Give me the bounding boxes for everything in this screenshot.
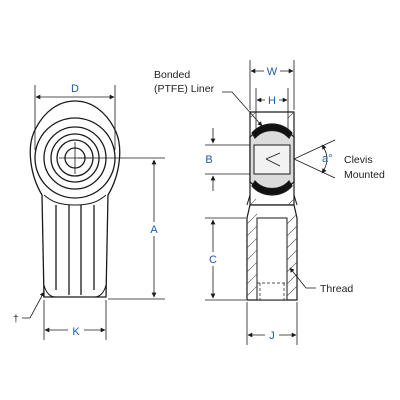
angle-arc — [321, 144, 328, 174]
ptfe-liner-bottom — [251, 179, 293, 196]
liner-leader — [222, 91, 263, 127]
section-hatching — [246, 111, 298, 297]
thread-bore — [256, 217, 288, 301]
liner-note-line1: Bonded — [154, 69, 190, 81]
clevis-note-line2: Mounted — [344, 169, 385, 181]
ptfe-liner-top — [251, 123, 293, 140]
liner-note-line2: (PTFE) Liner — [154, 83, 215, 95]
dagger-label: † — [13, 313, 19, 325]
rod-end-body-outline — [29, 100, 121, 298]
dimension-d-label: D — [71, 83, 79, 95]
dimension-c-label: C — [209, 254, 217, 266]
angle-label: a° — [322, 153, 333, 165]
dimension-h-label: H — [268, 95, 276, 107]
dagger-leader — [22, 291, 45, 319]
dimension-j-label: J — [269, 330, 275, 342]
shank-end — [43, 284, 107, 298]
thread-leader — [289, 267, 316, 289]
thread-lines — [257, 282, 287, 300]
dimension-k-label: K — [72, 326, 80, 338]
front-view — [29, 100, 121, 298]
ball-bore — [253, 144, 291, 175]
clevis-note-line1: Clevis — [344, 154, 373, 166]
dimension-b-label: B — [205, 154, 212, 166]
dimension-a-label: A — [150, 224, 158, 236]
side-section-view — [246, 111, 298, 301]
dimension-w-label: W — [267, 66, 278, 78]
thread-note: Thread — [320, 283, 353, 295]
